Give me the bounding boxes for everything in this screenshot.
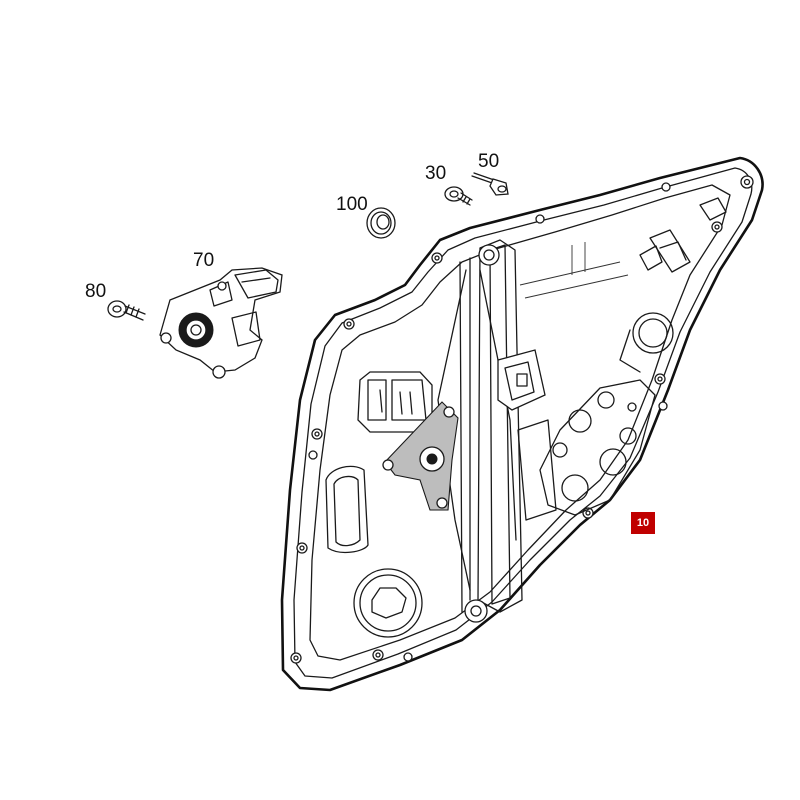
screw-part-30 (444, 186, 473, 206)
window-motor-part-70 (159, 267, 283, 379)
callout-70: 70 (193, 250, 215, 271)
upper-boss (619, 312, 674, 373)
window-carrier (497, 349, 546, 411)
plug-part-100 (366, 207, 396, 239)
callout-80: 80 (85, 281, 107, 302)
callout-50: 50 (478, 151, 500, 172)
mounting-plate (539, 379, 656, 516)
upper-right-bracket (639, 197, 727, 273)
callout-100: 100 (336, 194, 368, 215)
regulator-rails (437, 239, 557, 623)
speaker-opening (353, 568, 423, 638)
rim-bolt-holes (290, 175, 754, 664)
callout-30: 30 (425, 163, 447, 184)
lock-bracket (382, 401, 459, 511)
door-inner-panel (280, 156, 764, 692)
door-handle-mechanism (357, 371, 433, 433)
screw-part-80 (107, 300, 146, 321)
part-10-badge[interactable]: 10 (631, 512, 655, 534)
bolt-part-50 (471, 172, 509, 196)
